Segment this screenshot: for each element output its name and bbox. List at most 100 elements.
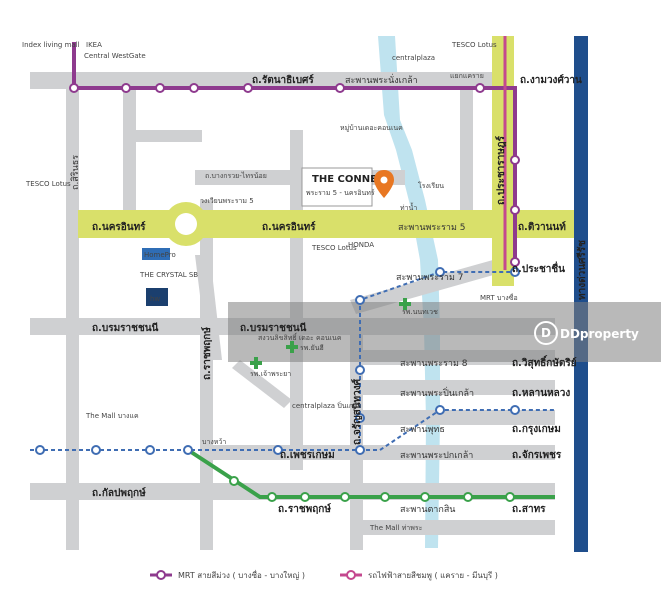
label-bang-kruai: ถ.บางกรวย-ไทรน้อย (205, 171, 267, 180)
label-krung-kasem: ถ.กรุงเกษม (512, 424, 561, 435)
project-title: THE CONNECT (312, 174, 391, 185)
blue-station (510, 405, 520, 415)
label-tiwanon-v: ถ.ประชาราษฎร์ (495, 135, 507, 205)
green-station (267, 492, 277, 502)
label-expressway: ทางด่วนศรีรัช (576, 240, 588, 300)
label-bang-wa: บางหว้า (202, 438, 226, 446)
landmark-hospital-3: รพ.ยันฮี (300, 344, 324, 352)
blue-station (273, 445, 283, 455)
landmark-homepro: HomePro (144, 251, 176, 259)
green-station (463, 492, 473, 502)
legend-mrt-purple: MRT สายสีม่วง ( บางซื่อ - บางใหญ่ ) (178, 569, 305, 580)
label-school: โรงเรียน (418, 181, 444, 190)
landmark-central-top: centralplaza (392, 54, 435, 62)
landmark-hospital-2: รพ.เจ้าพระยา (250, 370, 291, 378)
mrt-station (510, 155, 520, 165)
landmark-hw: hw (150, 295, 160, 303)
blue-line-east-west (30, 409, 555, 451)
svg-text:DDproperty: DDproperty (560, 327, 639, 341)
label-sirindhorn: ถ.สิรินธร (70, 155, 81, 190)
label-tha-nam: ท่าน้ำ (400, 201, 417, 212)
green-station (229, 476, 239, 486)
mrt-station (510, 257, 520, 267)
landmark-ikea: IKEA (86, 41, 102, 49)
label-ngamwongwan: ถ.งามวงศ์วาน (520, 74, 582, 86)
diagonal-road-2 (232, 360, 292, 408)
green-station (300, 492, 310, 502)
label-chakphet: ถ.จักรเพชร (512, 449, 562, 461)
label-ratchaphruek-south: ถ.ราชพฤกษ์ (278, 503, 331, 515)
label-nakhon-in-center: ถ.นครอินทร์ (262, 221, 316, 233)
mrt-station (475, 83, 485, 93)
landmark-crystal: THE CRYSTAL SB (139, 271, 198, 279)
label-bridge-phra-pok: สะพานพระปกเกล้า (400, 450, 473, 461)
landmark-central-pinklao: centralplaza ปิ่นเกล้า (292, 401, 361, 410)
label-kanlapaphruek: ถ.กัลปพฤกษ์ (92, 487, 146, 499)
landmark-index: Index living mall (22, 41, 80, 49)
label-charansanitwong: ถ.จรัญสนิทวงศ์ (351, 378, 363, 445)
landmark-mall-south: The Mall ท่าพระ (369, 524, 423, 532)
label-phetkasem: ถ.เพชรเกษม (280, 450, 335, 461)
blue-line-north (359, 271, 515, 450)
label-yaek-nonthaburi: แยกแคราย (450, 72, 484, 80)
legend-bts-pink: รถไฟฟ้าสายสีชมพู ( แคราย - มีนบุรี ) (368, 571, 498, 581)
blue-station (435, 267, 445, 277)
mrt-station (121, 83, 131, 93)
label-moo-ban: หมู่บ้านเดอะคอนเนค (340, 124, 403, 132)
landmark-tesco-top: TESCO Lotus (451, 41, 497, 49)
project-box (301, 167, 373, 207)
label-lan-luang: ถ.หลานหลวง (512, 388, 570, 399)
green-line (186, 448, 555, 499)
label-mrt-bangsue: MRT บางซื่อ (480, 293, 518, 302)
blue-station (355, 365, 365, 375)
label-tiwanon: ถ.ติวานนท์ (518, 221, 566, 233)
label-bridge-taksin: สะพานตากสิน (400, 504, 455, 515)
hospital-icons (250, 298, 411, 369)
svg-text:D: D (541, 326, 551, 340)
location-pin-icon (374, 170, 394, 198)
mrt-station (189, 83, 199, 93)
label-sathon: ถ.สาทร (512, 504, 546, 515)
watermark-logo: D DDproperty (534, 321, 639, 345)
label-prachachuen: ถ.ประชาชื่น (512, 261, 565, 275)
blue-station (145, 445, 155, 455)
blue-station (183, 445, 193, 455)
label-bridge-pinklao: สะพานพระปิ่นเกล้า (400, 386, 474, 399)
blue-station (355, 413, 365, 423)
mrt-station (69, 83, 79, 93)
mrt-station (510, 205, 520, 215)
mrt-station (155, 83, 165, 93)
label-ratchaphruek-v: ถ.ราชพฤกษ์ (201, 327, 213, 380)
green-station (505, 492, 515, 502)
green-station (420, 492, 430, 502)
legend: MRT สายสีม่วง ( บางซื่อ - บางใหญ่ ) รถไฟ… (150, 569, 498, 581)
landmark-mall-west: The Mall บางแค (85, 412, 139, 420)
landmark-central-westgate: Central WestGate (84, 52, 146, 60)
blue-station (91, 445, 101, 455)
watermark-band (228, 302, 661, 362)
mrt-station (243, 83, 253, 93)
label-wisut-kasat: ถ.วิสุทธิ์กษัตริย์ (512, 355, 577, 369)
landmark-homepro-icon (142, 248, 170, 260)
stations (35, 83, 520, 502)
road-tiwanon (492, 36, 514, 286)
blue-station (510, 267, 520, 277)
watermark-thai: สงวนลิขสิทธิ์ เดอะ คอนเนค (258, 332, 342, 342)
green-station (380, 492, 390, 502)
landmark-honda: HONDA (348, 241, 374, 249)
blue-station (35, 445, 45, 455)
blue-station (435, 405, 445, 415)
blue-station (355, 295, 365, 305)
mrt-station (335, 83, 345, 93)
diagonal-road-3 (195, 255, 222, 360)
project-sub: พระราม 5 - นครอินทร์ (306, 189, 375, 197)
green-station (340, 492, 350, 502)
landmark-tesco-mid: TESCO Lotus (311, 244, 357, 252)
label-borom-mid: ถ.บรมราชชนนี (240, 322, 307, 334)
expressway (574, 36, 588, 552)
landmark-tesco-left: TESCO Lotus (25, 180, 71, 188)
label-wongwian: วงเวียนพระราม 5 (200, 197, 254, 205)
label-bridge-rama5: สะพานพระราม 5 (398, 223, 465, 233)
label-rattanathibet: ถ.รัตนาธิเบศร์ (252, 74, 314, 86)
landmark-hw-icon (146, 288, 168, 306)
